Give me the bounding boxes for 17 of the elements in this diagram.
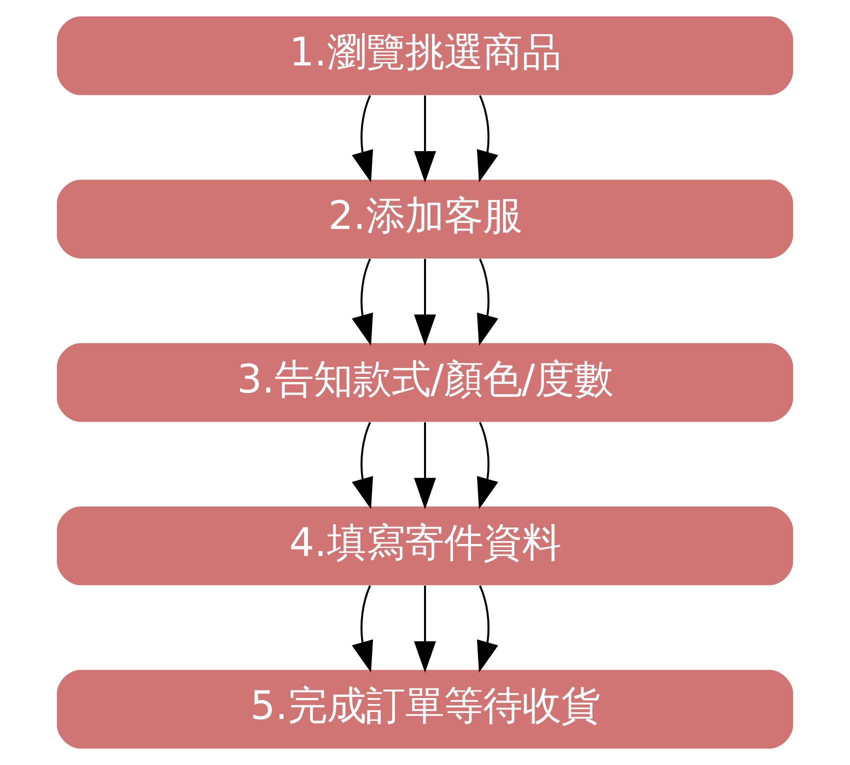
arrow (352, 422, 374, 510)
node-box: 2.添加客服 (56, 180, 794, 258)
arrow (476, 422, 498, 510)
arrow (476, 585, 498, 673)
node-box: 1.瀏覽挑選商品 (56, 16, 794, 96)
arrow (414, 422, 436, 510)
arrow (352, 585, 374, 673)
arrow (414, 258, 436, 346)
arrow (352, 95, 374, 182)
arrow (476, 95, 498, 182)
arrow (414, 95, 436, 183)
node-box: 5.完成訂單等待收貨 (56, 670, 794, 749)
arrow (476, 258, 498, 346)
node-box: 4.填寫寄件資料 (56, 506, 794, 586)
node-box: 3.告知款式/顏色/度數 (56, 343, 794, 422)
arrow (352, 258, 374, 346)
arrow (414, 586, 436, 673)
